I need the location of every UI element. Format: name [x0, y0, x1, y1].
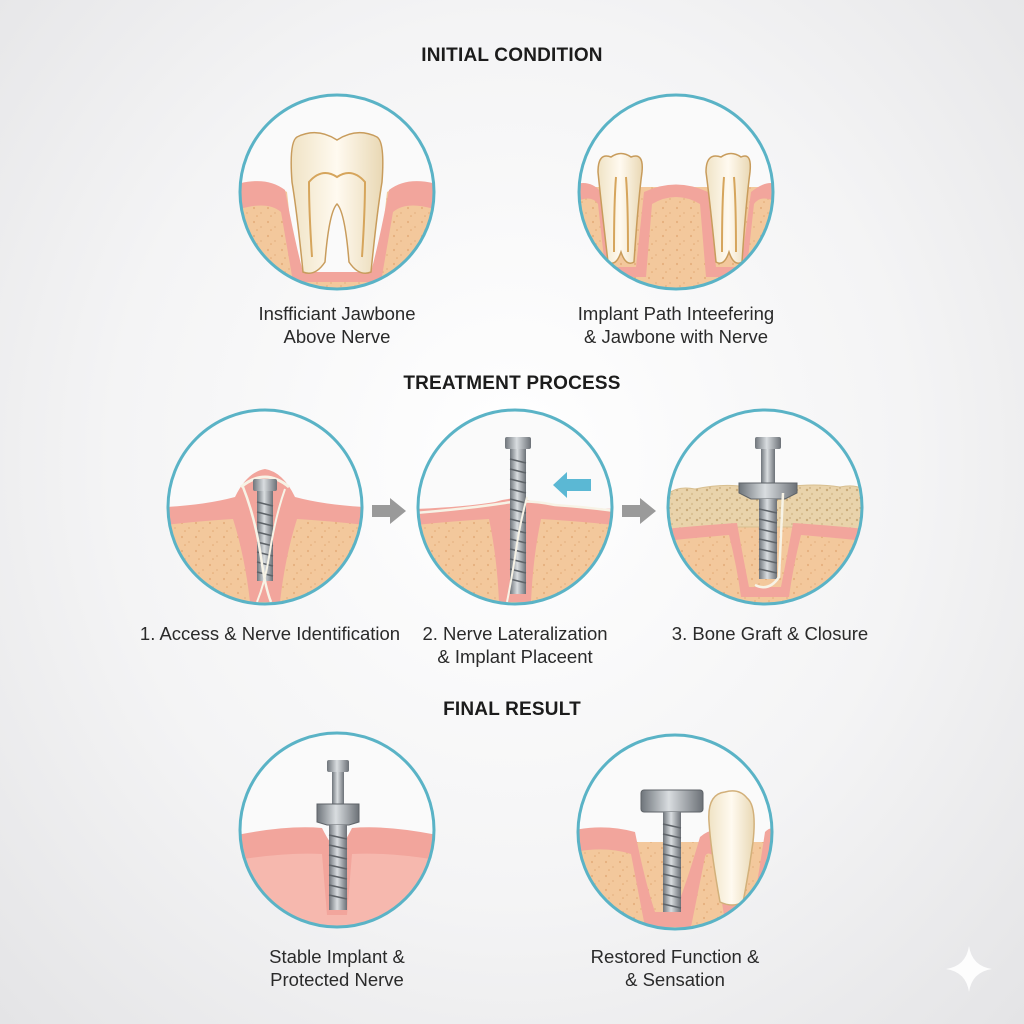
caption-panel-5: 3. Bone Graft & Closure [671, 623, 869, 644]
sparkle-icon [946, 946, 992, 992]
panel-nerve-lateralization [415, 407, 615, 607]
step-arrow-icon [622, 498, 656, 524]
panel-restored-function [575, 732, 775, 932]
caption-panel-2: Implant Path Inteefering& Jawbone with N… [577, 303, 775, 347]
step-arrow-icon [372, 498, 406, 524]
panel-insufficient-jawbone [237, 92, 437, 292]
section-title-treatment: TREATMENT PROCESS [403, 373, 621, 394]
caption-panel-7: Restored Function && Sensation [590, 946, 760, 990]
panel-bone-graft [665, 407, 865, 607]
section-title-initial: INITIAL CONDITION [421, 45, 603, 66]
caption-panel-4: 2. Nerve Lateralization& Implant Placeen… [422, 623, 608, 667]
panel-stable-implant [237, 730, 437, 930]
panel-access-nerve [165, 407, 365, 607]
caption-panel-6: Stable Implant &Protected Nerve [269, 946, 405, 990]
panel-implant-path [576, 92, 776, 292]
section-title-final: FINAL RESULT [443, 699, 581, 720]
caption-panel-3: 1. Access & Nerve Identification [139, 623, 401, 644]
